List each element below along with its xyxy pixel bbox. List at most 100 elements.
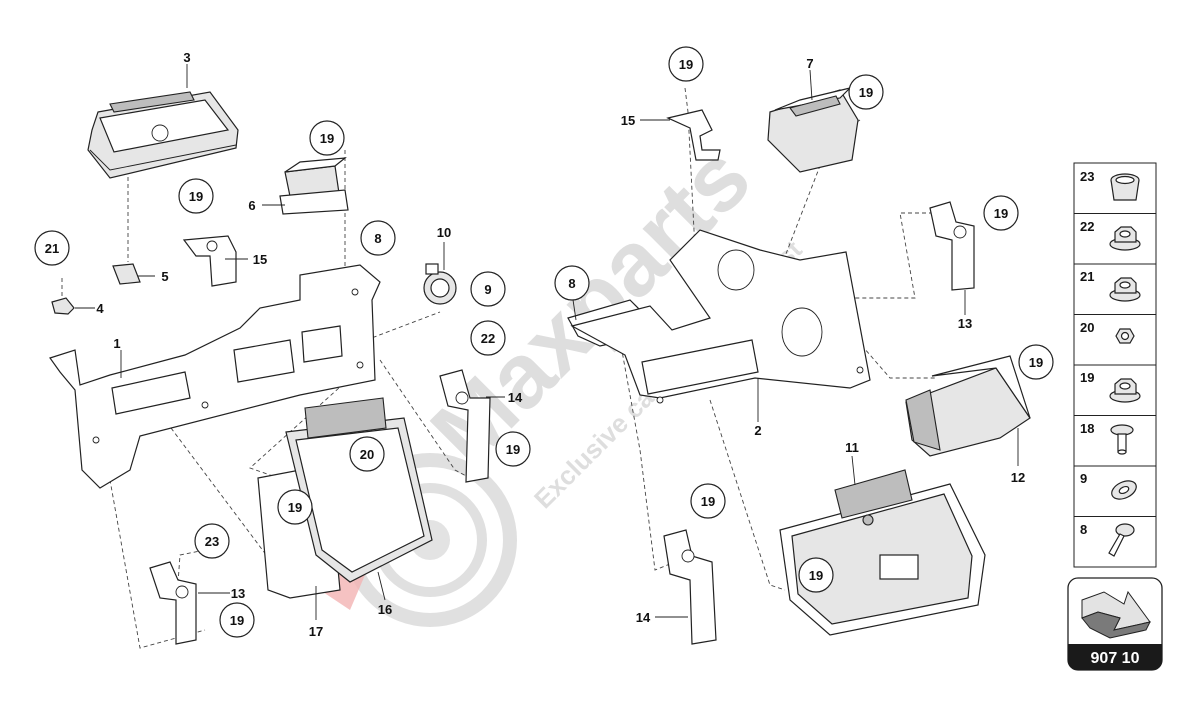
svg-text:19: 19: [679, 57, 693, 72]
circle-callout-19: 19: [798, 557, 834, 593]
washer-icon: [1111, 480, 1137, 500]
hex-nut-icon: [1115, 328, 1135, 344]
svg-text:20: 20: [1080, 320, 1094, 335]
svg-text:8: 8: [568, 276, 575, 291]
legend-row-23: 23: [1080, 169, 1140, 201]
callouts: 3 1 4 5 6 15 10 13 14 16 17 15 7 2 11 12…: [96, 50, 1025, 639]
svg-text:21: 21: [45, 241, 59, 256]
reference-box: 907 10: [1067, 577, 1163, 671]
part-16-ecu: [285, 397, 433, 583]
callout-16: 16: [378, 602, 392, 617]
callout-17: 17: [309, 624, 323, 639]
circle-callout-8: 8: [360, 220, 396, 256]
solid-leaders: [75, 64, 1019, 620]
circle-callout-8: 8: [554, 265, 590, 301]
part-2-carrier-right: [570, 229, 871, 404]
legend-row-8: 8: [1080, 522, 1135, 557]
flange-nut-icon: [1109, 226, 1141, 251]
circle-callout-20: 20: [349, 436, 385, 472]
svg-text:22: 22: [481, 331, 495, 346]
circle-callout-19: 19: [495, 431, 531, 467]
svg-text:8: 8: [1080, 522, 1087, 537]
plug-icon: [1110, 173, 1140, 201]
circle-callout-19: 19: [983, 195, 1019, 231]
svg-text:23: 23: [205, 534, 219, 549]
svg-text:23: 23: [1080, 169, 1094, 184]
part-6-sensor: [279, 157, 349, 215]
part-14-bracket-right: [663, 529, 717, 645]
legend-row-18: 18: [1080, 421, 1134, 455]
callout-11: 11: [845, 440, 859, 455]
part-4-clip: [51, 297, 75, 315]
svg-text:19: 19: [230, 613, 244, 628]
callout-4: 4: [96, 301, 104, 316]
callout-5: 5: [161, 269, 168, 284]
part-13-bracket-right: [929, 201, 975, 291]
svg-text:19: 19: [189, 189, 203, 204]
circled-callouts: 21 19 19 8 9 22 20 19: [34, 46, 1054, 638]
callout-1: 1: [113, 336, 120, 351]
part-12-controller: [905, 355, 1031, 457]
callout-6: 6: [248, 198, 255, 213]
svg-text:19: 19: [1029, 355, 1043, 370]
callout-7: 7: [806, 56, 813, 71]
circle-callout-21: 21: [34, 230, 70, 266]
screw-icon: [1110, 424, 1134, 455]
circle-callout-19: 19: [309, 120, 345, 156]
circle-callout-23: 23: [194, 523, 230, 559]
circle-callout-22: 22: [470, 320, 506, 356]
part-7-module: [767, 86, 859, 173]
legend-row-22: 22: [1080, 219, 1141, 251]
circle-callout-19: 19: [668, 46, 704, 82]
callout-15-left: 15: [253, 252, 267, 267]
part-3-control-unit: [87, 91, 239, 179]
svg-text:19: 19: [859, 85, 873, 100]
svg-text:8: 8: [374, 231, 381, 246]
reference-code: 907 10: [1091, 650, 1140, 667]
svg-text:19: 19: [320, 131, 334, 146]
svg-text:9: 9: [1080, 471, 1087, 486]
circle-callout-19: 19: [690, 483, 726, 519]
circle-callout-9: 9: [470, 271, 506, 307]
part-15-bracket-left: [182, 235, 237, 287]
callout-13-right: 13: [958, 316, 972, 331]
callout-15-right: 15: [621, 113, 635, 128]
svg-text:19: 19: [1080, 370, 1094, 385]
svg-text:22: 22: [1080, 219, 1094, 234]
flange-nut-icon: [1109, 277, 1141, 302]
part-10-connector: [423, 263, 457, 305]
callout-13-left: 13: [231, 586, 245, 601]
callout-2: 2: [754, 423, 761, 438]
legend-row-20: 20: [1080, 320, 1135, 344]
direction-arrow-icon: [1081, 590, 1151, 639]
callout-12: 12: [1011, 470, 1025, 485]
circle-callout-19: 19: [1018, 344, 1054, 380]
callout-14-left: 14: [508, 390, 523, 405]
svg-text:18: 18: [1080, 421, 1094, 436]
legend-row-19: 19: [1080, 370, 1141, 403]
svg-text:19: 19: [809, 568, 823, 583]
svg-text:19: 19: [701, 494, 715, 509]
callout-3: 3: [183, 50, 190, 65]
circle-callout-19: 19: [848, 74, 884, 110]
screw-icon: [1108, 523, 1135, 557]
svg-text:19: 19: [506, 442, 520, 457]
circle-callout-19: 19: [219, 602, 255, 638]
fastener-legend: 23 22 21 20: [1073, 162, 1157, 568]
flange-nut-icon: [1109, 378, 1141, 403]
circle-callout-19: 19: [178, 178, 214, 214]
svg-text:21: 21: [1080, 269, 1094, 284]
svg-text:9: 9: [484, 282, 491, 297]
callout-10: 10: [437, 225, 451, 240]
callout-14-right: 14: [636, 610, 651, 625]
svg-text:19: 19: [288, 500, 302, 515]
part-13-bracket-left: [149, 561, 197, 645]
part-15-bracket-right: [666, 109, 721, 161]
circle-callout-19: 19: [277, 489, 313, 525]
part-11-ecu: [779, 469, 986, 636]
legend-row-21: 21: [1080, 269, 1141, 302]
legend-row-9: 9: [1080, 471, 1137, 500]
part-5-pad: [112, 263, 141, 285]
part-1-carrier-left: [49, 264, 381, 489]
